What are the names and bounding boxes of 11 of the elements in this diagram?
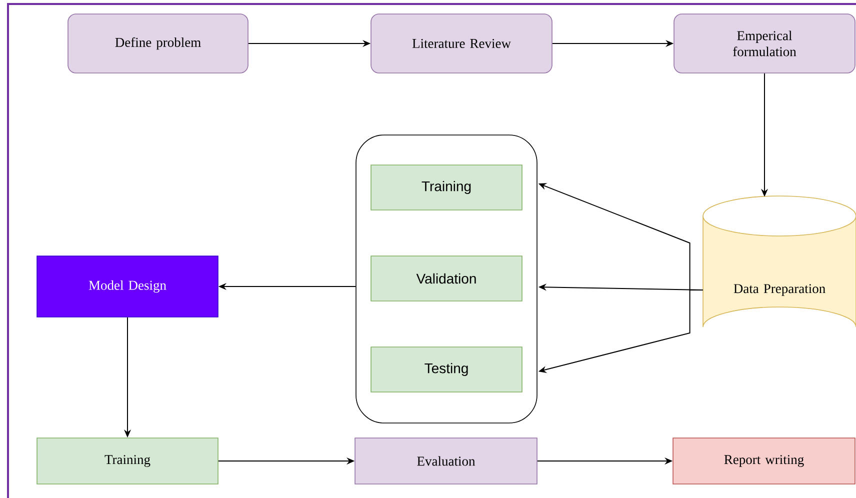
database-cylinder: Data Preparation	[702, 196, 856, 328]
process-box: Testing	[370, 346, 522, 392]
process-box: Training	[370, 164, 522, 210]
process-box: Literature Review	[370, 14, 552, 74]
process-box: Model Design	[36, 256, 218, 318]
process-box: Training	[36, 438, 218, 484]
process-box: Report writing	[672, 438, 856, 484]
process-box: Emperical formulation	[674, 14, 856, 74]
process-box: Define problem	[68, 14, 248, 74]
process-box: Validation	[370, 256, 522, 302]
process-box: Evaluation	[354, 438, 538, 484]
